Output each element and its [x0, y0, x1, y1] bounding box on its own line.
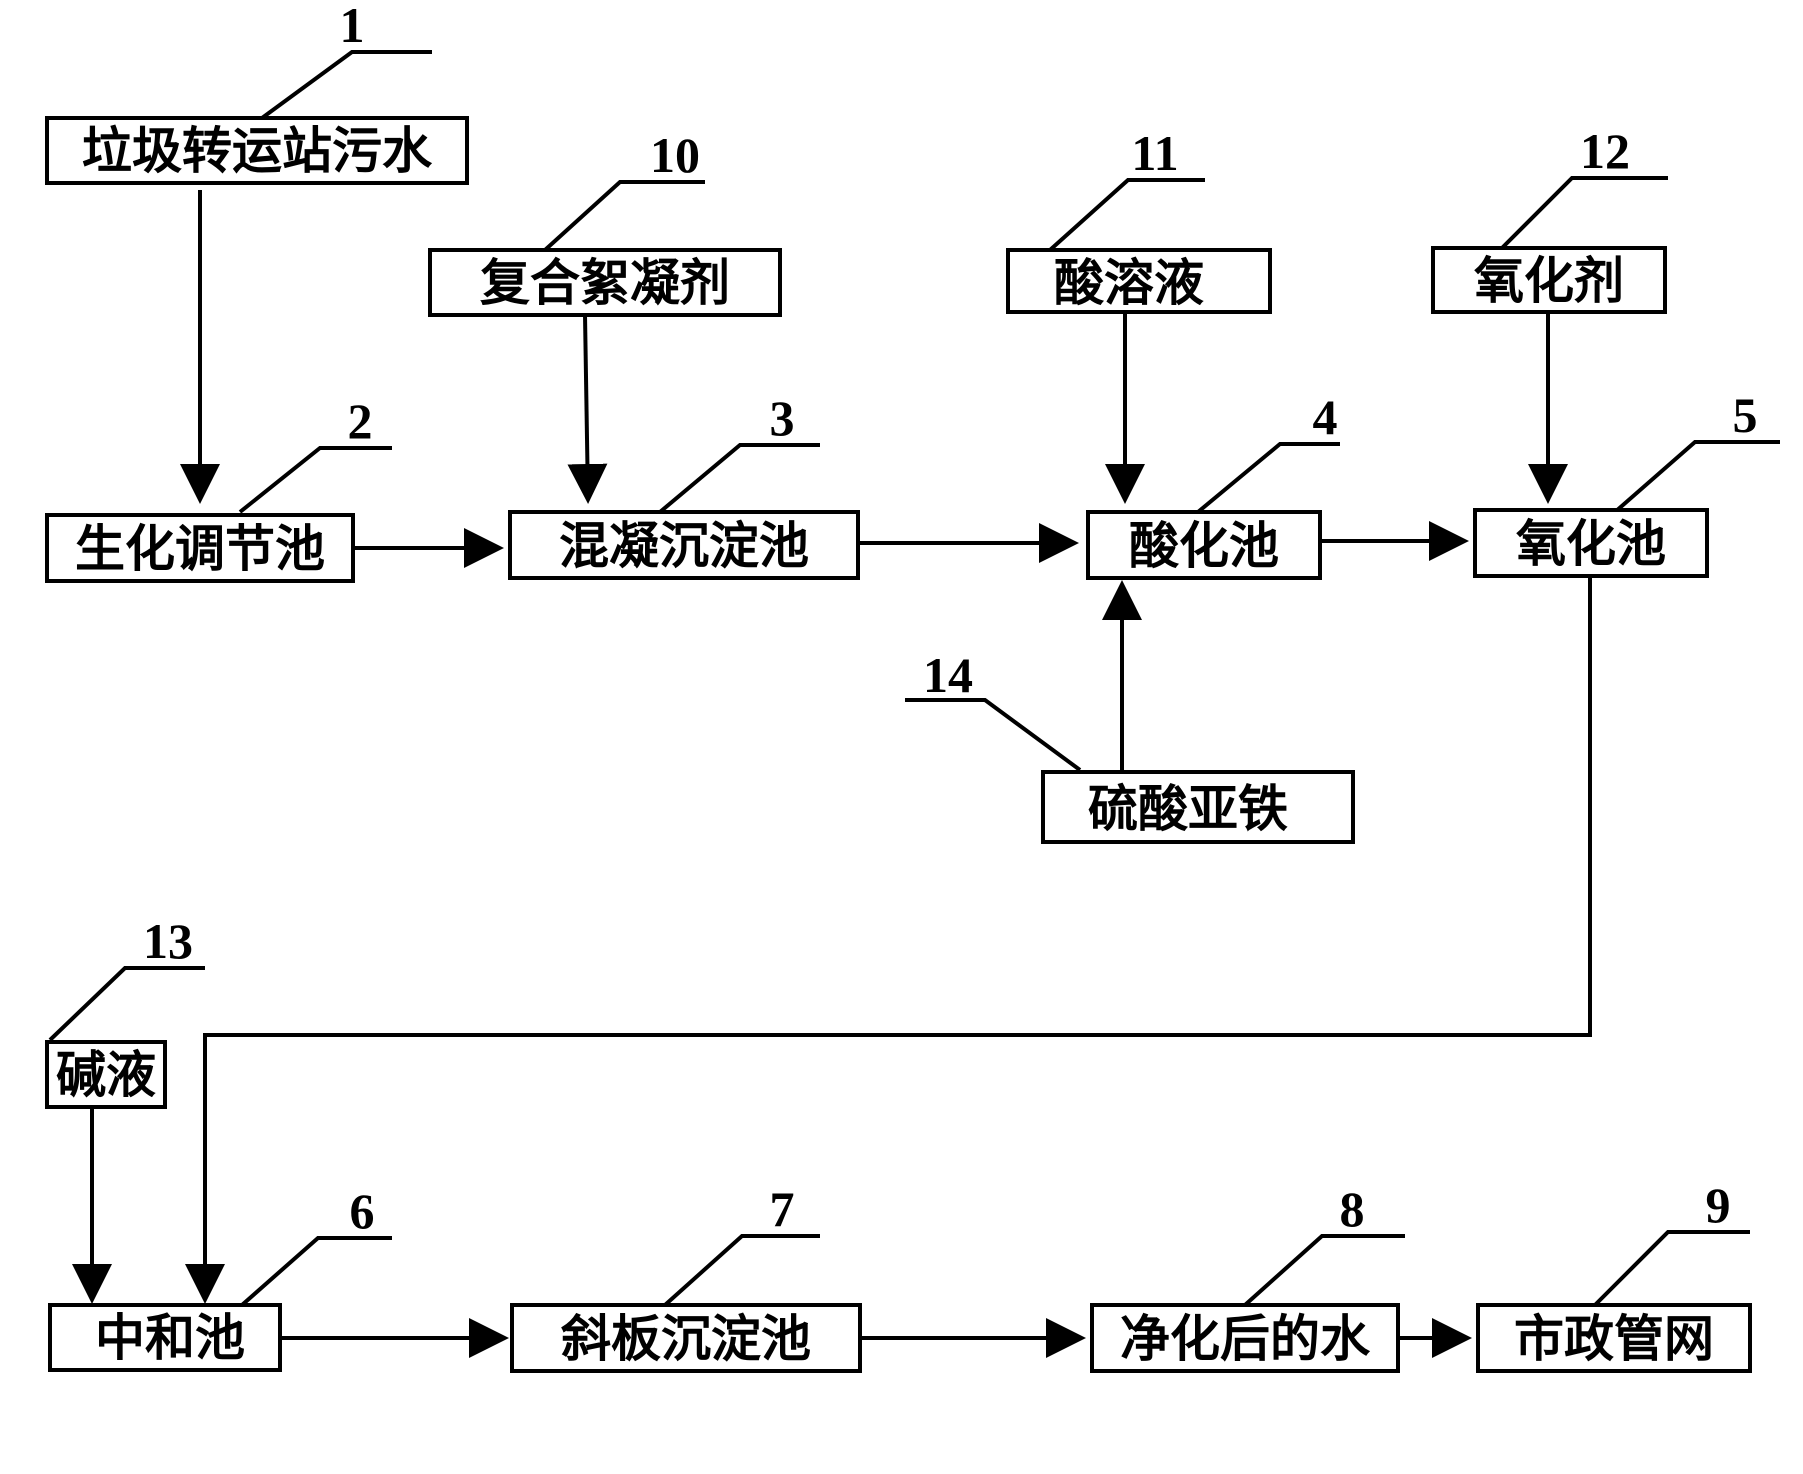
node-n13: 碱液 13	[45, 913, 193, 1109]
label-n13: 碱液	[56, 1046, 156, 1104]
label-n5: 氧化池	[1516, 515, 1666, 573]
number-n7: 7	[770, 1181, 795, 1237]
node-n2: 生化调节池 2	[45, 393, 373, 583]
box-n11	[1006, 248, 1272, 314]
node-n11: 酸溶液 11	[1006, 125, 1272, 314]
number-n14: 14	[923, 647, 973, 703]
box-n6	[48, 1303, 282, 1372]
node-n5: 氧化池 5	[1473, 387, 1758, 578]
box-n5	[1473, 508, 1709, 578]
box-n9	[1476, 1303, 1752, 1373]
number-n2: 2	[348, 393, 373, 449]
edge-n10-n3	[567, 314, 608, 504]
leader-n8	[1243, 1234, 1405, 1307]
label-n3: 混凝沉淀池	[559, 517, 809, 575]
leader-n9	[1593, 1230, 1750, 1307]
box-n13	[45, 1040, 167, 1109]
box-n10	[428, 248, 782, 317]
label-n8: 净化后的水	[1120, 1310, 1371, 1368]
node-n7: 斜板沉淀池 7	[510, 1181, 862, 1373]
node-n10: 复合絮凝剂 10	[428, 127, 782, 317]
leader-n6	[240, 1236, 392, 1307]
box-n4	[1086, 510, 1322, 580]
number-n10: 10	[650, 127, 700, 183]
node-n12: 氧化剂 12	[1431, 123, 1667, 314]
leader-n2	[238, 446, 392, 514]
box-n14	[1041, 770, 1355, 844]
node-n14: 硫酸亚铁 14	[923, 647, 1355, 844]
box-n3	[508, 510, 860, 580]
leader-n10	[543, 180, 705, 252]
label-n7: 斜板沉淀池	[561, 1310, 811, 1368]
leader-n1	[260, 50, 432, 120]
node-n4: 酸化池 4	[1086, 389, 1338, 580]
node-n8: 净化后的水 8	[1090, 1181, 1400, 1373]
leader-n3	[658, 443, 820, 514]
label-n1: 垃圾转运站污水	[82, 122, 433, 180]
number-n4: 4	[1313, 389, 1338, 445]
leader-lines	[48, 50, 1780, 1307]
box-n1	[45, 116, 469, 185]
label-n2: 生化调节池	[75, 520, 325, 578]
edge-n5-n6	[185, 578, 1592, 1304]
number-n1: 1	[340, 0, 365, 53]
label-n11: 酸溶液	[1054, 254, 1204, 312]
number-n13: 13	[143, 913, 193, 969]
number-n9: 9	[1706, 1177, 1731, 1233]
number-n3: 3	[770, 390, 795, 446]
node-n1: 垃圾转运站污水 1	[45, 0, 469, 185]
label-n10: 复合絮凝剂	[480, 254, 730, 312]
label-n6: 中和池	[95, 1309, 245, 1367]
number-n8: 8	[1340, 1181, 1365, 1237]
leader-n11	[1048, 178, 1205, 252]
number-n11: 11	[1131, 125, 1178, 181]
node-n9: 市政管网 9	[1476, 1177, 1752, 1373]
label-n12: 氧化剂	[1474, 252, 1624, 310]
leader-n4	[1196, 442, 1340, 514]
label-n4: 酸化池	[1129, 517, 1279, 575]
label-n9: 市政管网	[1514, 1310, 1714, 1368]
leader-n7	[663, 1234, 820, 1307]
box-n7	[510, 1303, 862, 1373]
node-n3: 混凝沉淀池 3	[508, 390, 860, 580]
box-n2	[45, 513, 355, 583]
number-n12: 12	[1580, 123, 1630, 179]
box-n12	[1431, 246, 1667, 314]
label-n14: 硫酸亚铁	[1088, 780, 1288, 838]
leader-n13	[48, 966, 205, 1042]
leader-n5	[1613, 440, 1780, 514]
connectors	[72, 190, 1592, 1358]
number-n5: 5	[1733, 387, 1758, 443]
leader-n12	[1498, 176, 1668, 252]
number-n6: 6	[350, 1183, 375, 1239]
node-n6: 中和池 6	[48, 1183, 375, 1372]
box-n8	[1090, 1303, 1400, 1373]
leader-n14	[905, 698, 1082, 772]
